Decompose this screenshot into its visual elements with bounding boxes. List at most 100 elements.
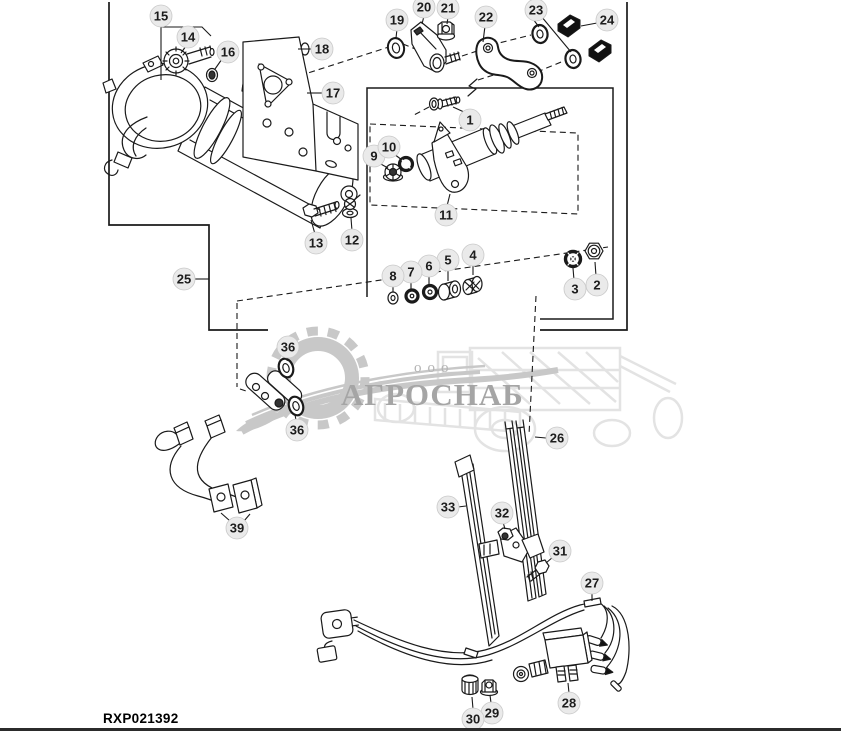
svg-text:2: 2 (593, 278, 600, 293)
nut-29 (479, 679, 499, 697)
callout-4[interactable]: 4 (461, 243, 485, 267)
nut-9 (382, 163, 404, 182)
callout-36[interactable]: 36 (285, 418, 309, 442)
wiper-blade-33 (454, 454, 500, 647)
svg-text:6: 6 (425, 259, 432, 274)
nut-32 (497, 527, 514, 541)
bushing-16 (205, 67, 219, 83)
nut-3 (563, 249, 583, 269)
svg-text:3: 3 (571, 282, 578, 297)
wiper-arm-26 (499, 419, 547, 602)
callout-33[interactable]: 33 (436, 495, 460, 519)
svg-text:30: 30 (466, 712, 480, 727)
callout-23[interactable]: 23 (524, 0, 548, 22)
svg-text:1: 1 (466, 113, 473, 128)
callout-39[interactable]: 39 (225, 516, 249, 540)
bracket-17 (242, 36, 359, 181)
group-box-25 (108, 2, 628, 331)
bracket-20 (410, 21, 461, 73)
svg-text:36: 36 (290, 423, 304, 438)
callout-3[interactable]: 3 (563, 277, 587, 301)
svg-text:11: 11 (439, 208, 453, 223)
callout-25[interactable]: 25 (172, 267, 196, 291)
figure-code: RXP021392 (103, 711, 179, 726)
svg-text:32: 32 (495, 506, 509, 521)
callout-29[interactable]: 29 (480, 701, 504, 725)
svg-text:15: 15 (154, 9, 168, 24)
callout-22[interactable]: 22 (474, 5, 498, 29)
callout-32[interactable]: 32 (490, 501, 514, 525)
washer-10 (397, 155, 415, 173)
callout-11[interactable]: 11 (434, 203, 458, 227)
callout-30[interactable]: 30 (461, 707, 485, 730)
spacer-4 (462, 275, 483, 296)
svg-text:16: 16 (221, 45, 235, 60)
callout-8[interactable]: 8 (381, 264, 405, 288)
svg-text:21: 21 (441, 1, 455, 16)
callout-leader-lines (160, 15, 598, 710)
capnut-2 (584, 242, 604, 260)
screw-1 (428, 78, 478, 111)
harness-27 (316, 597, 630, 692)
callout-13[interactable]: 13 (304, 231, 328, 255)
svg-text:36: 36 (281, 340, 295, 355)
svg-text:31: 31 (553, 544, 567, 559)
svg-text:8: 8 (389, 269, 396, 284)
svg-text:18: 18 (315, 42, 329, 57)
callout-24[interactable]: 24 (595, 8, 619, 32)
callout-5[interactable]: 5 (436, 248, 460, 272)
callout-27[interactable]: 27 (580, 571, 604, 595)
gear-14 (162, 45, 215, 76)
callout-28[interactable]: 28 (557, 691, 581, 715)
screw-12 (341, 194, 361, 219)
washer-8 (387, 291, 399, 305)
bolt-31 (526, 559, 550, 583)
pivot-shaft-11 (416, 106, 568, 193)
svg-text:10: 10 (382, 140, 396, 155)
callout-16[interactable]: 16 (216, 40, 240, 64)
washer-6 (421, 283, 439, 301)
callout-26[interactable]: 26 (545, 426, 569, 450)
svg-text:20: 20 (417, 0, 431, 15)
callout-20[interactable]: 20 (412, 0, 436, 19)
svg-text:26: 26 (550, 431, 564, 446)
callout-2[interactable]: 2 (585, 273, 609, 297)
callout-17[interactable]: 17 (321, 81, 345, 105)
svg-text:39: 39 (230, 521, 244, 536)
washer-19 (386, 37, 406, 59)
callout-15[interactable]: 15 (149, 4, 173, 28)
callout-21[interactable]: 21 (436, 0, 460, 20)
svg-text:4: 4 (469, 248, 477, 263)
watermark-combine (373, 346, 684, 453)
callout-31[interactable]: 31 (548, 539, 572, 563)
nut-21 (436, 21, 456, 41)
svg-text:13: 13 (309, 236, 323, 251)
svg-text:22: 22 (479, 10, 493, 25)
callout-1[interactable]: 1 (458, 108, 482, 132)
svg-text:19: 19 (390, 13, 404, 28)
callout-19[interactable]: 19 (385, 8, 409, 32)
svg-text:17: 17 (326, 86, 340, 101)
grommet-36-upper (277, 357, 295, 379)
svg-text:14: 14 (181, 30, 196, 45)
callout-14[interactable]: 14 (176, 25, 200, 49)
callout-18[interactable]: 18 (310, 37, 334, 61)
switch-28 (512, 627, 593, 683)
knob-30 (461, 674, 479, 696)
svg-text:27: 27 (585, 576, 599, 591)
bushing-5 (437, 280, 462, 301)
callout-36[interactable]: 36 (276, 335, 300, 359)
svg-text:33: 33 (441, 500, 455, 515)
callout-10[interactable]: 10 (377, 135, 401, 159)
svg-text:29: 29 (485, 706, 499, 721)
harness-39 (154, 414, 263, 514)
svg-text:28: 28 (562, 696, 576, 711)
washer-7 (404, 288, 420, 304)
svg-text:12: 12 (345, 233, 359, 248)
callout-12[interactable]: 12 (340, 228, 364, 252)
svg-text:7: 7 (407, 265, 414, 280)
svg-text:25: 25 (177, 272, 191, 287)
